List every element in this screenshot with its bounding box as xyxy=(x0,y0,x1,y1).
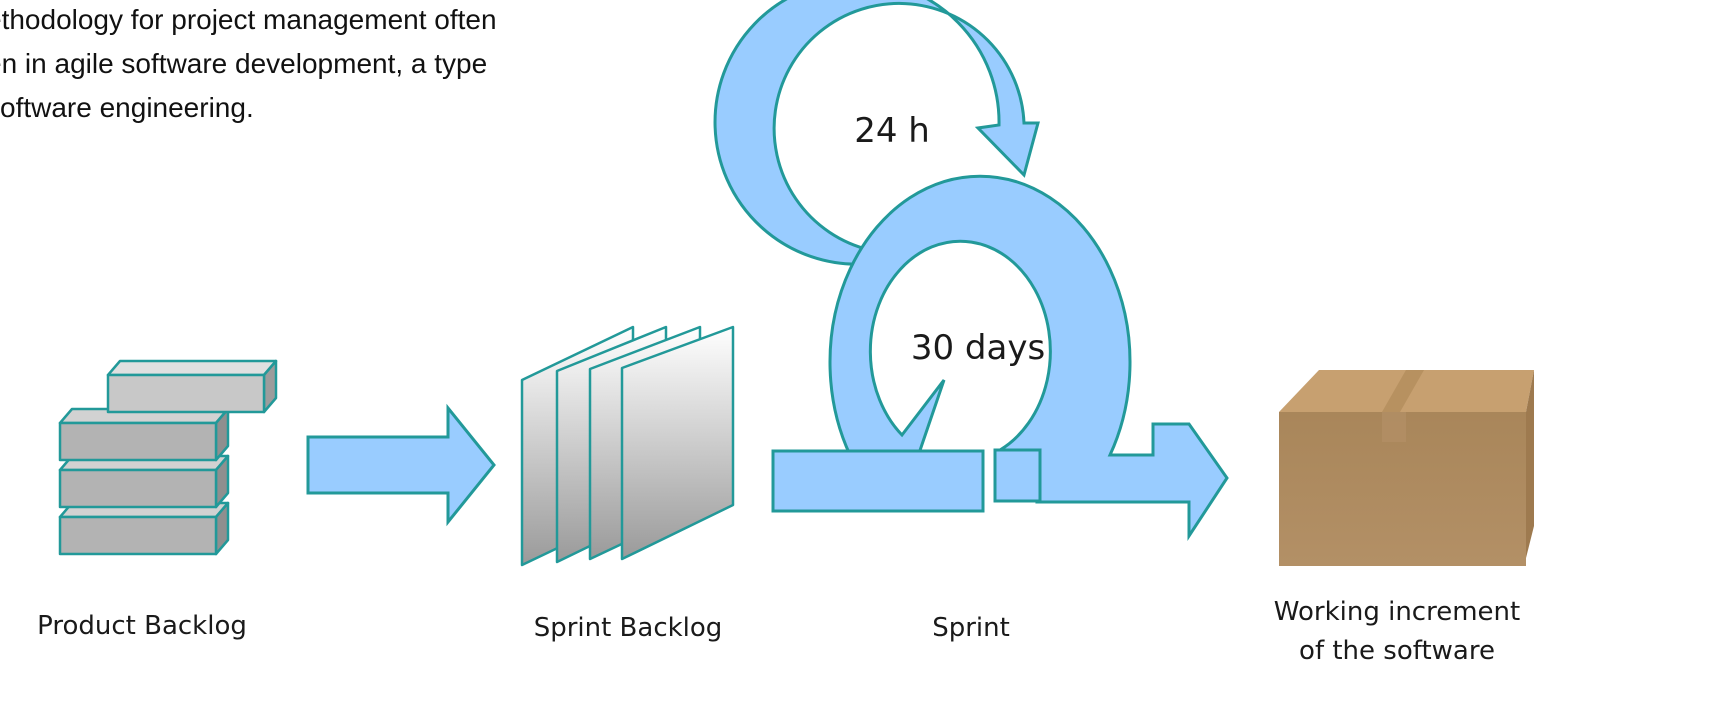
shipping-box-icon xyxy=(1279,370,1534,566)
sprint-backlog-sheets-icon xyxy=(520,325,735,567)
daily-cycle-label: 24 h xyxy=(854,111,930,151)
product-backlog-label: Product Backlog xyxy=(37,611,247,641)
intro-line: ethodology for project management often xyxy=(0,4,497,35)
intro-text: ethodology for project management often … xyxy=(0,0,746,130)
backlog-arrow xyxy=(306,403,496,527)
sprint-cycle-arrow xyxy=(828,174,1229,542)
daily-cycle-arrow xyxy=(713,0,1040,266)
sprint-bar-arrow xyxy=(993,448,1042,503)
sprint-label: Sprint xyxy=(932,613,1010,643)
intro-line: en in agile software development, a type xyxy=(0,48,488,79)
increment-label-line1: Working increment xyxy=(1274,597,1520,627)
sprint-backlog-label: Sprint Backlog xyxy=(534,613,723,643)
product-backlog-stack-icon xyxy=(58,359,278,556)
sprint-bar-arrow xyxy=(771,449,985,513)
increment-label-line2: of the software xyxy=(1299,636,1495,666)
sprint-cycle-label: 30 days xyxy=(911,328,1045,368)
intro-line: software engineering. xyxy=(0,92,254,123)
